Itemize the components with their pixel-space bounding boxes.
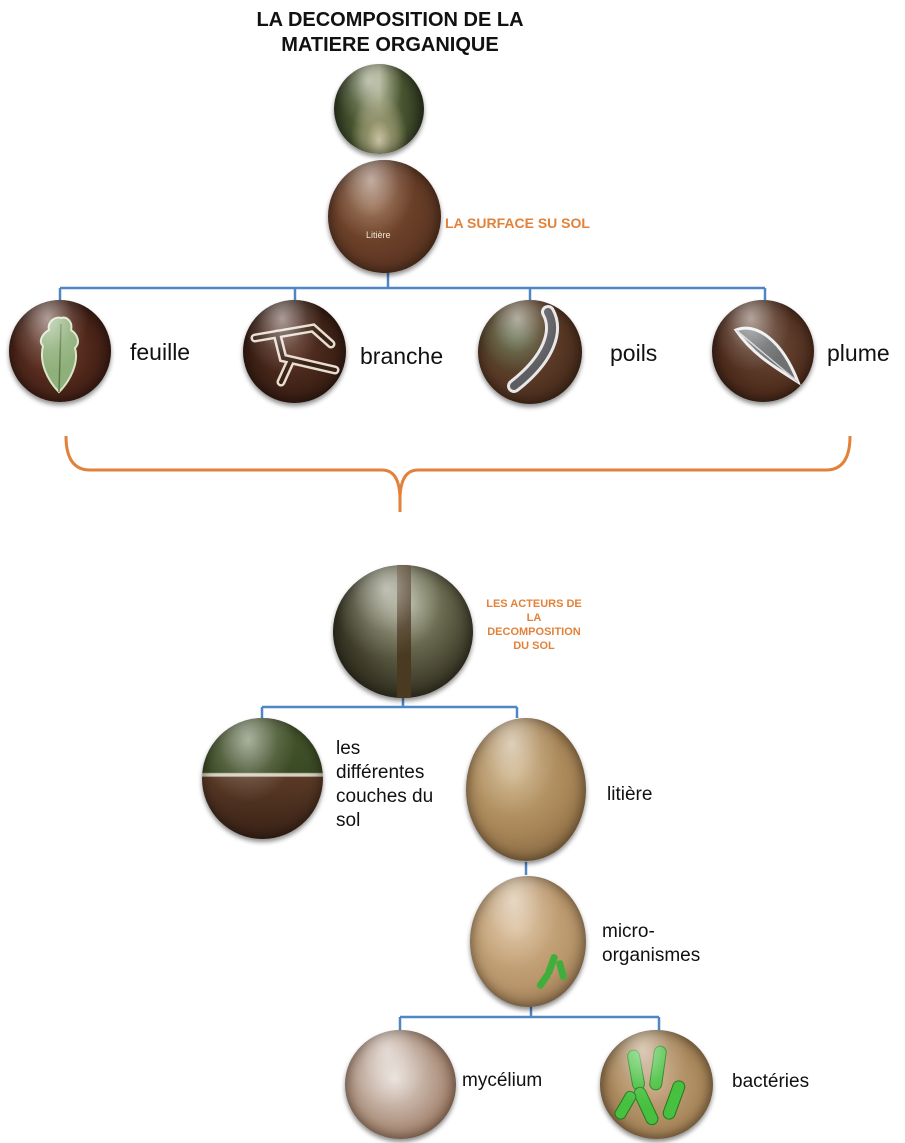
title-line1: LA DECOMPOSITION DE LA <box>256 9 524 31</box>
plume-label: plume <box>827 340 890 366</box>
couches-label: les différentes couches du sol <box>336 737 433 833</box>
couches-line1: les <box>336 738 361 759</box>
bacteria-photo <box>600 1030 713 1139</box>
acteurs-line4: DU SOL <box>513 640 555 652</box>
couches-line4: sol <box>336 810 361 831</box>
feuille-label: feuille <box>130 339 191 365</box>
feather-icon <box>733 326 802 386</box>
acteurs-label: LES ACTEURS DE LA DECOMPOSITION DU SOL <box>474 597 594 653</box>
litter-photo-caption: Litière <box>366 230 391 240</box>
surface-label: LA SURFACE SU SOL <box>445 215 590 231</box>
curly-brace <box>64 435 852 512</box>
acteurs-line1: LES ACTEURS DE <box>486 598 582 610</box>
mycelium-photo <box>345 1030 456 1139</box>
litiere-label: litière <box>607 784 653 805</box>
dead-leaves-photo <box>466 718 586 861</box>
bacteria-cluster-icon <box>614 1045 686 1126</box>
tree-roots-photo <box>333 565 473 698</box>
soil-layers-photo <box>202 718 323 839</box>
hair-photo <box>478 300 582 404</box>
micro-label: micro- organismes <box>602 920 700 968</box>
page-title: LA DECOMPOSITION DE LA MATIERE ORGANIQUE <box>190 8 590 58</box>
bacteria-icon <box>536 954 567 989</box>
litter-surface-photo: Litière <box>328 160 441 273</box>
forest-path-photo <box>334 64 424 154</box>
couches-line2: différentes <box>336 762 425 783</box>
leaf-photo <box>9 300 111 402</box>
bacteries-label: bactéries <box>732 1071 810 1092</box>
micro-line1: micro- <box>602 921 655 942</box>
branch-photo <box>243 300 346 403</box>
micro-line2: organismes <box>602 945 701 966</box>
title-line2: MATIERE ORGANIQUE <box>281 34 499 56</box>
couches-line3: couches du <box>336 786 434 807</box>
branch-icon <box>250 323 340 387</box>
branche-label: branche <box>360 343 444 369</box>
acteurs-line3: DECOMPOSITION <box>487 626 581 638</box>
mycelium-label: mycélium <box>462 1070 543 1091</box>
hair-icon <box>507 305 559 393</box>
poils-label: poils <box>610 340 658 366</box>
microorganisms-photo <box>470 876 586 1007</box>
acteurs-line2: LA <box>526 612 542 624</box>
leaf-icon <box>39 316 79 394</box>
feather-photo <box>712 300 814 402</box>
